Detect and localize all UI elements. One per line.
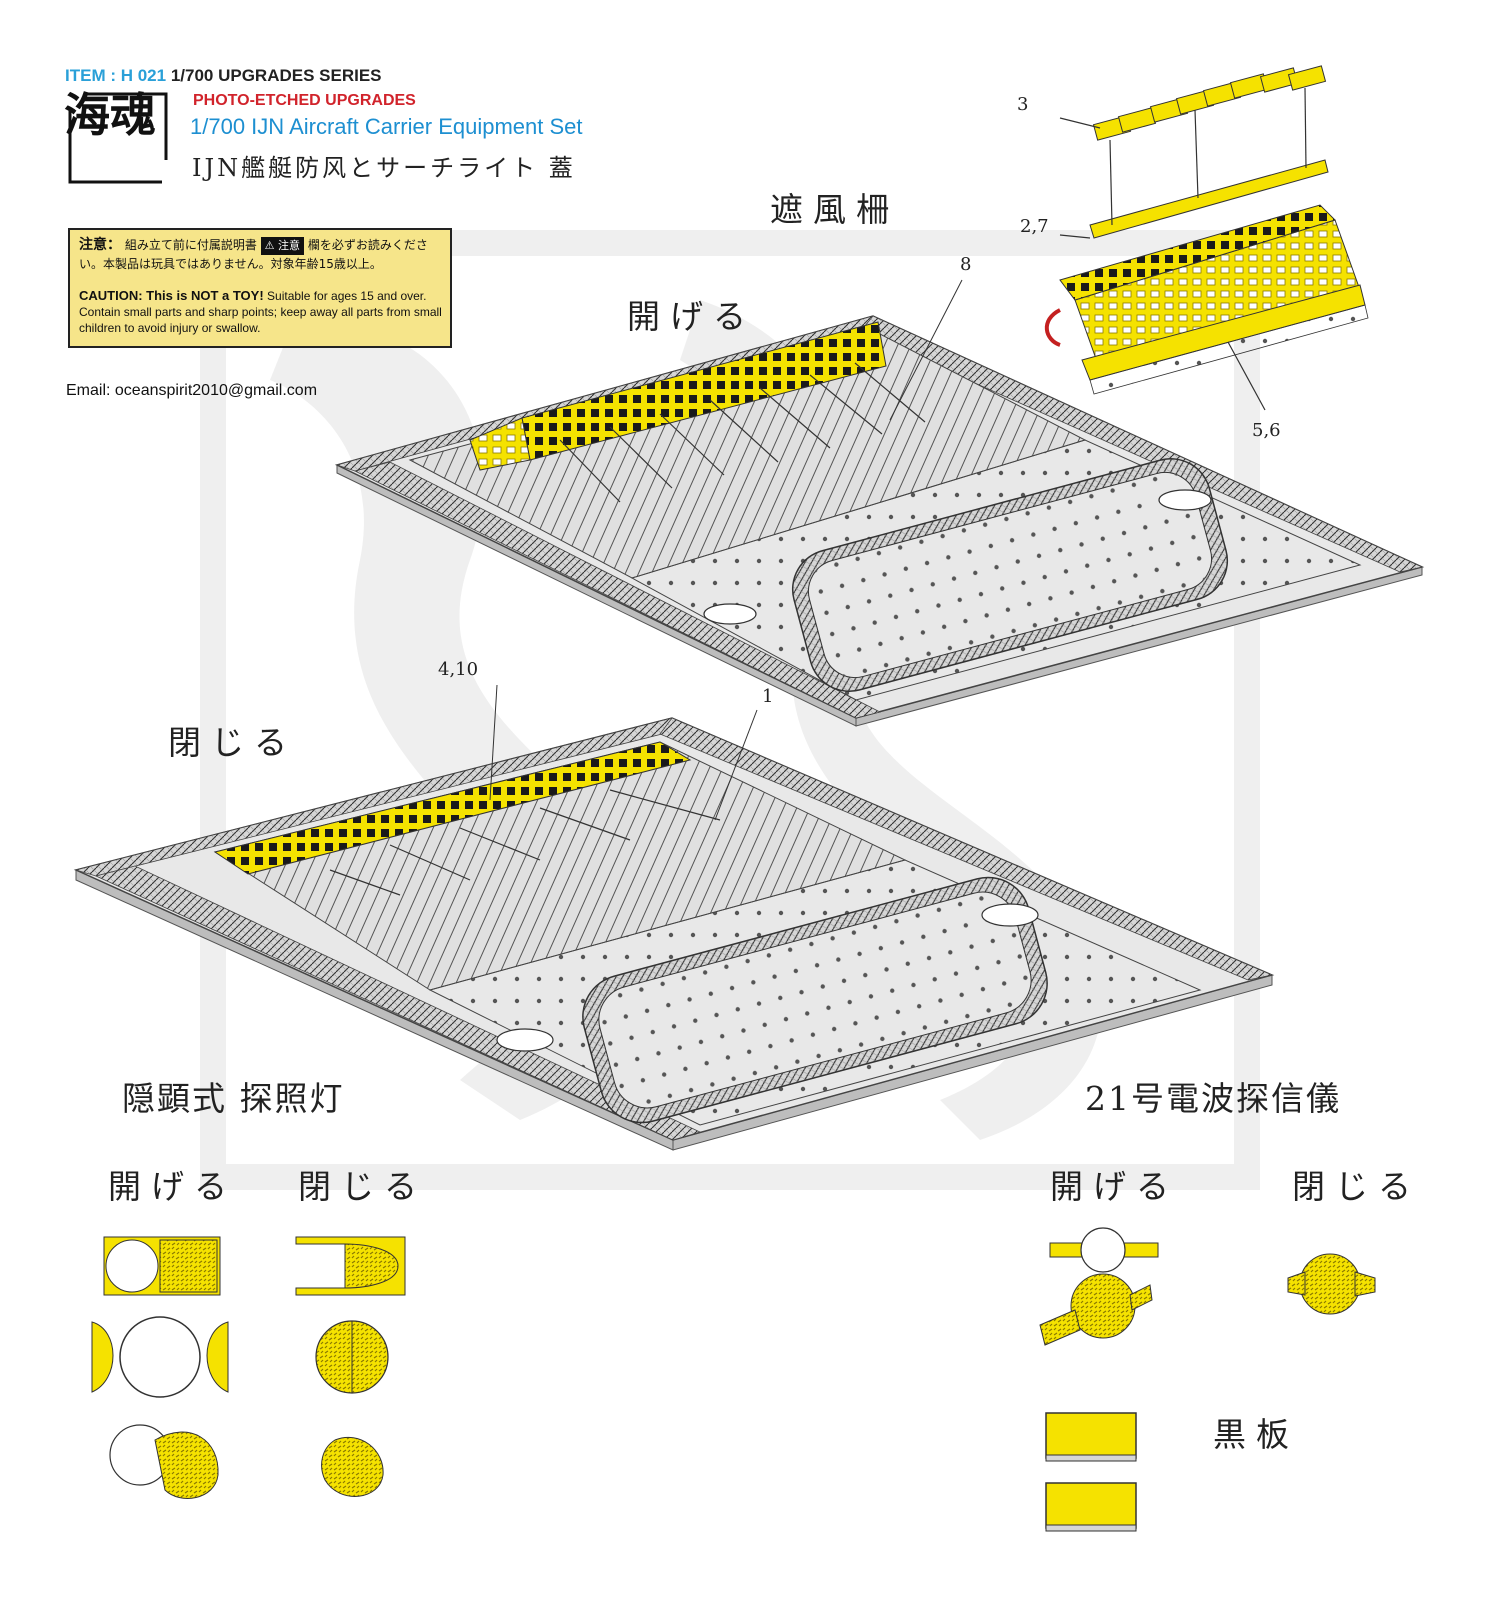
callout-part-4-10: 4,10 [438,659,479,680]
windbreak-detail [1044,65,1369,411]
deck-open [334,279,1425,727]
heading-radar-close: 閉じる [1292,1167,1421,1206]
warning-icon: ⚠ 注意 [260,237,305,255]
brand-logo-icon [68,92,168,184]
callout-part-3: 3 [1017,94,1029,115]
caution-jp-line-b: 欄を必ずお読みください。本製品は玩具ではありません。対象年齢15歳以上。 [79,238,428,271]
heading-searchlight-close: 閉じる [298,1167,427,1206]
japanese-title: IJN艦艇防风とサーチライト 蓋 [192,154,576,182]
page-title: 1/700 IJN Aircraft Carrier Equipment Set [190,114,583,139]
callout-part-8: 8 [960,254,972,275]
heading-radar-open: 開げる [1050,1167,1179,1206]
caution-en-text: Suitable for ages 15 and over. Contain s… [79,289,442,335]
heading-searchlight: 隠顕式 探照灯 [122,1079,345,1118]
item-label: ITEM : [65,66,121,85]
item-code-line: ITEM : H 021 1/700 UPGRADES SERIES [65,66,382,86]
contact-email: Email: oceanspirit2010@gmail.com [66,382,318,399]
heading-open-top: 開げる [627,297,756,336]
subtitle: PHOTO-ETCHED UPGRADES [193,92,416,109]
item-code: H 021 [120,66,167,85]
searchlight-open-icons [91,1236,229,1499]
caution-box: 注意： 組み立て前に付属説明書 ⚠ 注意 欄を必ずお読みください。本製品は玩具で… [68,228,452,348]
radar-open-icons [1039,1227,1159,1532]
callout-part-1: 1 [762,686,774,707]
heading-blackboard: 黒板 [1213,1415,1299,1454]
caution-english: CAUTION: This is NOT a TOY! Suitable for… [79,288,449,336]
caution-jp-prefix: 注意： [79,237,121,253]
heading-windbreak: 遮風柵 [770,190,899,229]
heading-radar: 21号電波探信儀 [1085,1079,1341,1118]
deck-closed [73,684,1275,1151]
caution-jp-line-a: 組み立て前に付属説明書 [124,238,257,252]
radar-closed-icons [1287,1253,1376,1315]
searchlight-closed-icons [295,1236,406,1497]
heading-searchlight-open: 開げる [108,1167,237,1206]
callout-part-5-6: 5,6 [1252,420,1281,441]
caution-japanese: 注意： 組み立て前に付属説明書 ⚠ 注意 欄を必ずお読みください。本製品は玩具で… [79,236,447,273]
heading-close-mid: 閉じる [168,723,297,762]
caution-en-bold: CAUTION: This is NOT a TOY! [79,288,264,303]
series-label: 1/700 UPGRADES SERIES [170,66,382,85]
callout-part-2-7: 2,7 [1020,216,1049,237]
brand-logo-text: 海魂 [64,88,156,142]
